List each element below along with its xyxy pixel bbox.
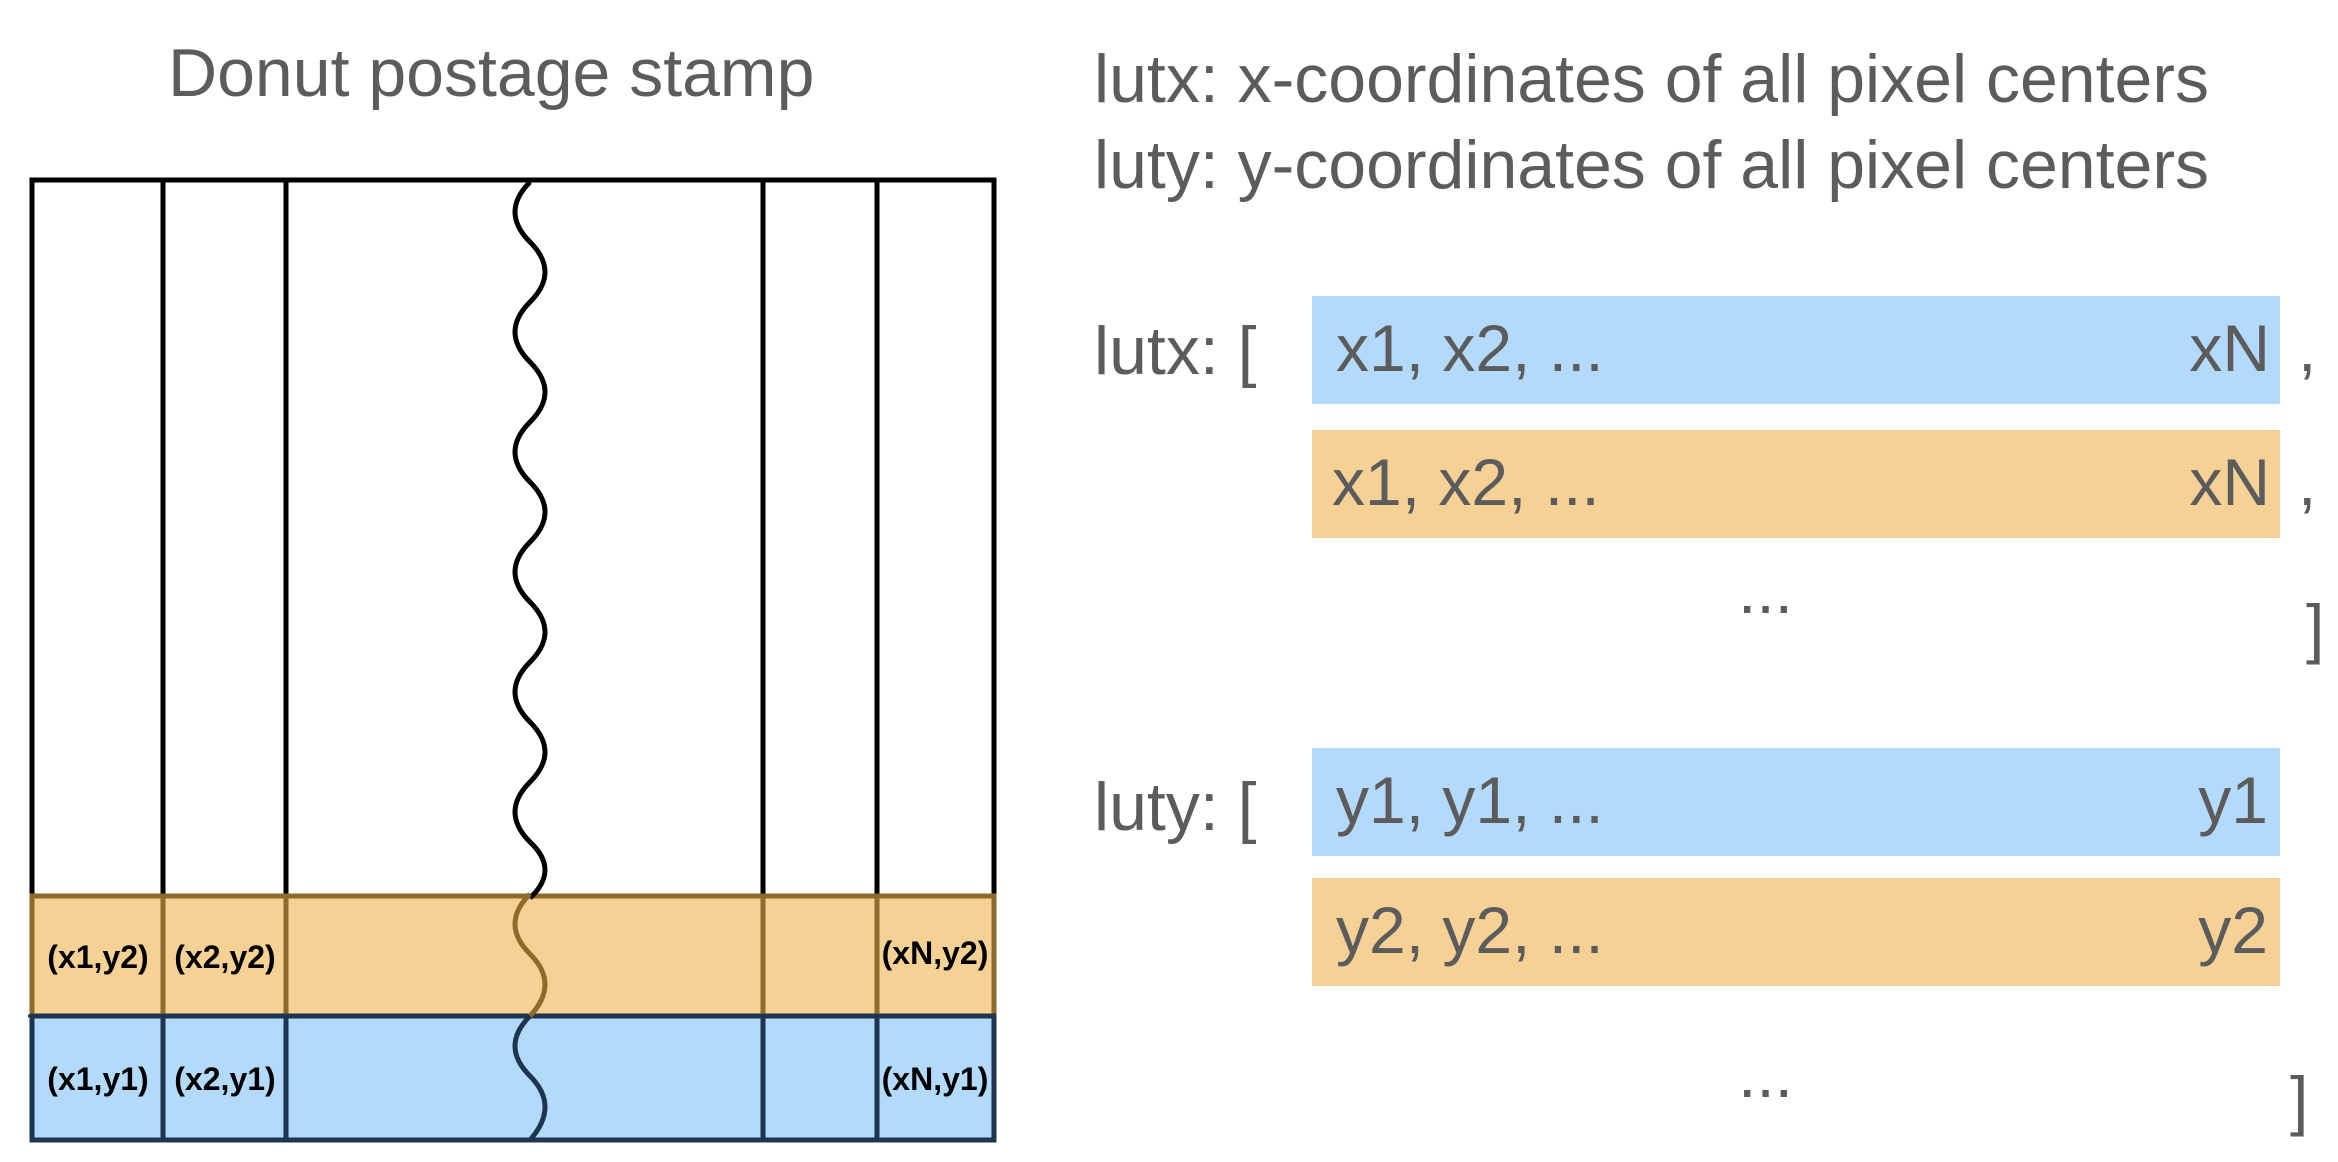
luty-ellipsis: ... (1738, 1037, 1794, 1111)
grid-columns (160, 180, 880, 896)
lutx-row-1-end: xN (2189, 311, 2270, 385)
lutx-row-2-end: xN (2189, 445, 2270, 519)
lutx-row-1-start: x1, x2, ... (1336, 311, 1604, 385)
break-wave (512, 180, 548, 900)
cell-xN-y2: (xN,y2) (882, 935, 989, 971)
lutx-row-1: x1, x2, ... xN (1312, 296, 2280, 404)
lutx-comma-2: , (2298, 445, 2317, 519)
luty-row-1: y1, y1, ... y1 (1312, 748, 2280, 856)
lutx-row-2: x1, x2, ... xN (1312, 430, 2280, 538)
luty-row-1-start: y1, y1, ... (1336, 763, 1604, 837)
cell-x1-y1: (x1,y1) (47, 1061, 148, 1097)
luty-row-1-end: y1 (2198, 763, 2268, 837)
luty-close-bracket: ] (2290, 1063, 2309, 1137)
lutx-ellipsis: ... (1738, 553, 1794, 627)
cell-x1-y2: (x1,y2) (47, 939, 148, 975)
lutx-comma-1: , (2298, 311, 2317, 385)
stamp-title: Donut postage stamp (168, 35, 815, 111)
row-y1 (32, 1016, 994, 1140)
lutx-label: lutx: [ (1094, 313, 1257, 389)
cell-x2-y1: (x2,y1) (174, 1061, 275, 1097)
lutx-description: lutx: x-coordinates of all pixel centers (1094, 41, 2209, 117)
luty-row-2: y2, y2, ... y2 (1312, 878, 2280, 986)
luty-row-2-end: y2 (2198, 893, 2268, 967)
cell-x2-y2: (x2,y2) (174, 939, 275, 975)
row-y2 (32, 896, 994, 1016)
stamp-diagram: (x1,y2) (x2,y2) (xN,y2) (x1,y1) (x2,y1) … (28, 177, 997, 1143)
luty-description: luty: y-coordinates of all pixel centers (1094, 127, 2209, 203)
lutx-row-2-start: x1, x2, ... (1332, 445, 1600, 519)
lutx-close-bracket: ] (2306, 591, 2325, 665)
luty-row-2-start: y2, y2, ... (1336, 893, 1604, 967)
luty-label: luty: [ (1094, 769, 1257, 845)
stamp-border (29, 177, 997, 899)
cell-xN-y1: (xN,y1) (882, 1061, 989, 1097)
break-wave-blue (512, 1014, 548, 1142)
break-wave-orange (512, 892, 548, 1018)
